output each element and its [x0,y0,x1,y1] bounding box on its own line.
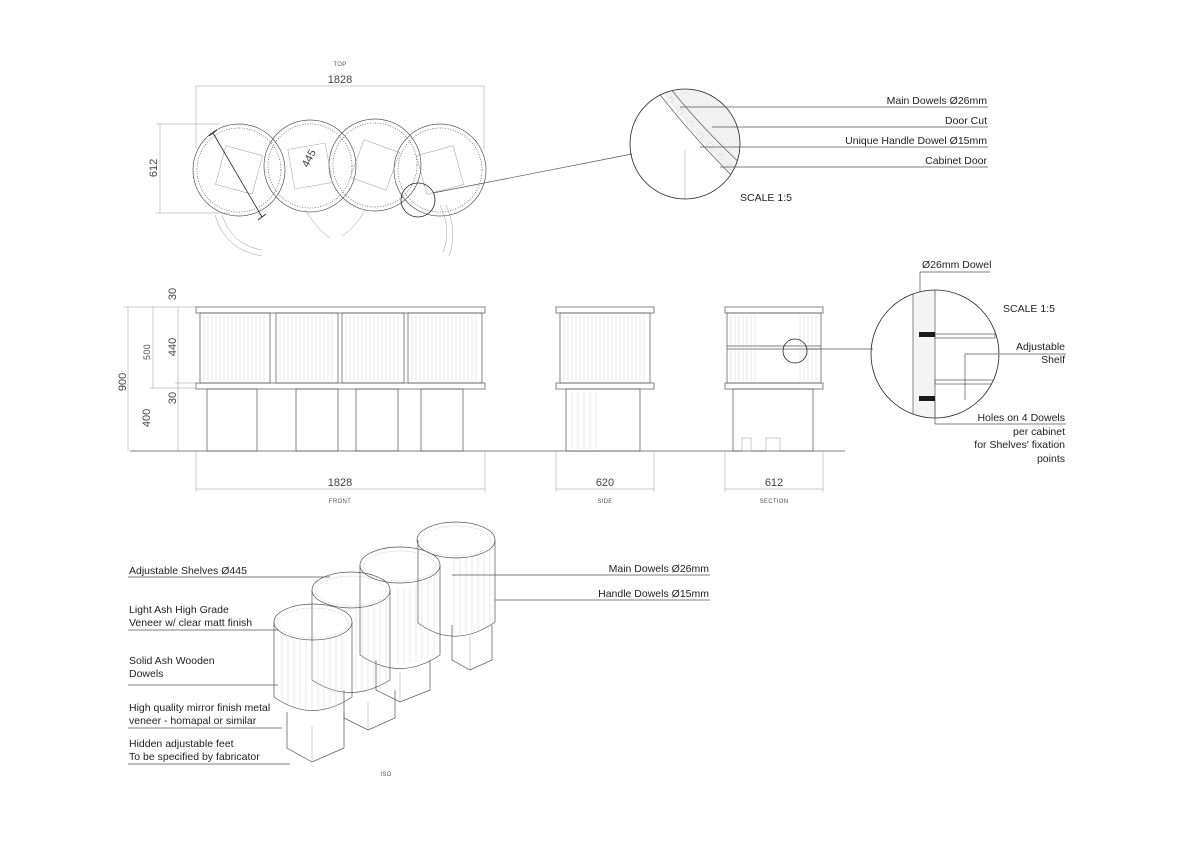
iso-label-veneer-2: Veneer w/ clear matt finish [129,617,252,629]
section-view: 612 SECTION [724,306,873,505]
top-depth-dimension: 612 [148,159,160,177]
iso-label-adjustable-shelves: Adjustable Shelves Ø445 [129,565,247,577]
shelf-detail: Ø26mm Dowel SCALE 1:5 Adjustable Shelf H… [870,259,1066,465]
shelf-detail-holes-label-4: points [1037,453,1065,465]
door-detail: SCALE 1:5 Main Dowels Ø26mm Door Cut Uni… [629,88,988,204]
iso-label-metal-2: veneer - homapal or similar [129,715,257,727]
iso-label-dowels-1: Solid Ash Wooden [129,655,215,667]
top-rim-dimension: 30 [167,288,179,300]
shelf-detail-scale: SCALE 1:5 [1003,303,1055,315]
front-width-dimension: 1828 [328,477,352,489]
side-view: 620 SIDE [555,306,655,505]
shelf-detail-shelf-label-2: Shelf [1041,354,1065,366]
top-view-title: TOP [333,62,346,68]
shelf-detail-holes-label-2: per cabinet [1013,426,1065,438]
door-detail-label-handle-dowel: Unique Handle Dowel Ø15mm [845,135,987,147]
bottom-rim-dimension: 30 [167,392,179,404]
iso-view: Main Dowels Ø26mm Handle Dowels Ø15mm Ad… [128,521,710,778]
iso-view-title: ISO [380,772,391,778]
shelf-detail-holes-label-1: Holes on 4 Dowels [977,412,1065,424]
base-height-dimension: 400 [141,409,153,427]
front-view: 1828 FRONT [195,306,486,505]
section-width-dimension: 612 [765,477,783,489]
side-view-title: SIDE [597,499,612,505]
top-view: TOP 1828 612 [148,62,633,257]
cabinet-height-dimension: 500 [142,344,152,360]
iso-label-feet-1: Hidden adjustable feet [129,738,234,750]
shelf-detail-dowel-label: Ø26mm Dowel [922,259,991,271]
iso-bases [286,625,493,763]
iso-label-metal-1: High quality mirror finish metal [129,702,270,714]
shelf-diameter-dimension: 445 [300,148,319,170]
iso-cylinders [273,521,496,712]
elevation-views: 900 500 30 440 30 400 [117,288,873,505]
side-width-dimension: 620 [596,477,614,489]
iso-label-handle-dowels: Handle Dowels Ø15mm [598,588,709,600]
front-view-title: FRONT [329,499,351,505]
section-view-title: SECTION [760,499,789,505]
door-detail-label-cabinet-door: Cabinet Door [925,155,987,167]
door-detail-scale: SCALE 1:5 [740,192,792,204]
door-detail-label-main-dowels: Main Dowels Ø26mm [887,95,988,107]
iso-label-veneer-1: Light Ash High Grade [129,604,229,616]
total-height-dimension: 900 [117,373,129,391]
top-width-dimension: 1828 [328,74,352,86]
top-cabinet-circles [192,118,487,217]
iso-label-feet-2: To be specified by fabricator [129,751,260,763]
shelf-detail-holes-label-3: for Shelves' fixation [974,439,1065,451]
door-detail-label-door-cut: Door Cut [945,115,987,127]
body-height-dimension: 440 [167,338,179,356]
iso-label-main-dowels: Main Dowels Ø26mm [609,563,710,575]
iso-label-dowels-2: Dowels [129,668,163,680]
shelf-detail-shelf-label-1: Adjustable [1016,341,1065,353]
